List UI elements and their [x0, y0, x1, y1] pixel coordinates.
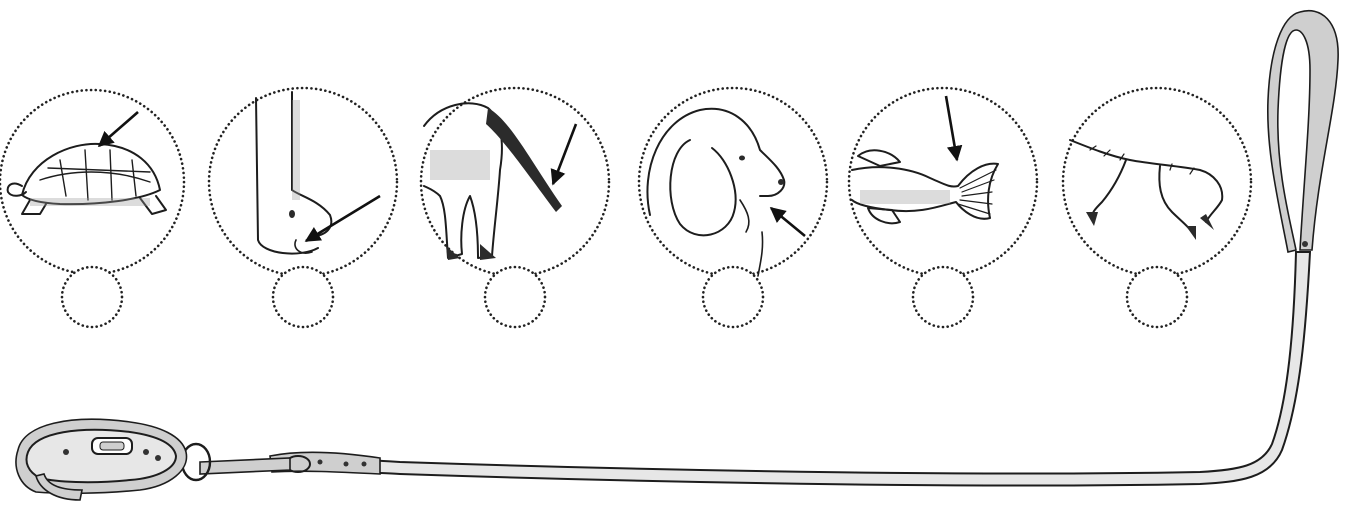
- answer-circle-tail[interactable]: [485, 267, 545, 327]
- pointer-arrow-tail: [553, 124, 576, 184]
- picture-frame-claw: [1063, 88, 1251, 276]
- dog-paw-icon: [256, 92, 331, 254]
- fish-tail-fin-icon: [852, 150, 998, 223]
- answer-circle-paw[interactable]: [273, 267, 333, 327]
- answer-circle-ear[interactable]: [703, 267, 763, 327]
- dog-tail-icon: [424, 103, 562, 260]
- dog-leash-icon: [182, 11, 1338, 486]
- pointer-arrow-ear: [771, 208, 805, 236]
- panel-turtle: [0, 90, 184, 327]
- pointer-arrow-turtle: [99, 112, 138, 146]
- picture-frame-tail: [421, 88, 609, 276]
- turtle-shell-icon: [8, 144, 166, 214]
- pointer-arrow-fin: [946, 96, 957, 160]
- panel-tail: [421, 88, 609, 327]
- poodle-ear-icon: [647, 109, 784, 276]
- panel-claw: [1063, 88, 1251, 327]
- dog-collar-icon: [16, 419, 187, 500]
- answer-circle-turtle[interactable]: [62, 267, 122, 327]
- picture-frame-fin: [849, 88, 1037, 276]
- answer-circle-claw[interactable]: [1127, 267, 1187, 327]
- panel-ear: [639, 88, 827, 327]
- panel-fin: [849, 88, 1037, 327]
- answer-circle-fin[interactable]: [913, 267, 973, 327]
- bird-claw-icon: [1070, 140, 1222, 240]
- picture-frame-paw: [209, 88, 397, 276]
- panel-paw: [209, 88, 397, 327]
